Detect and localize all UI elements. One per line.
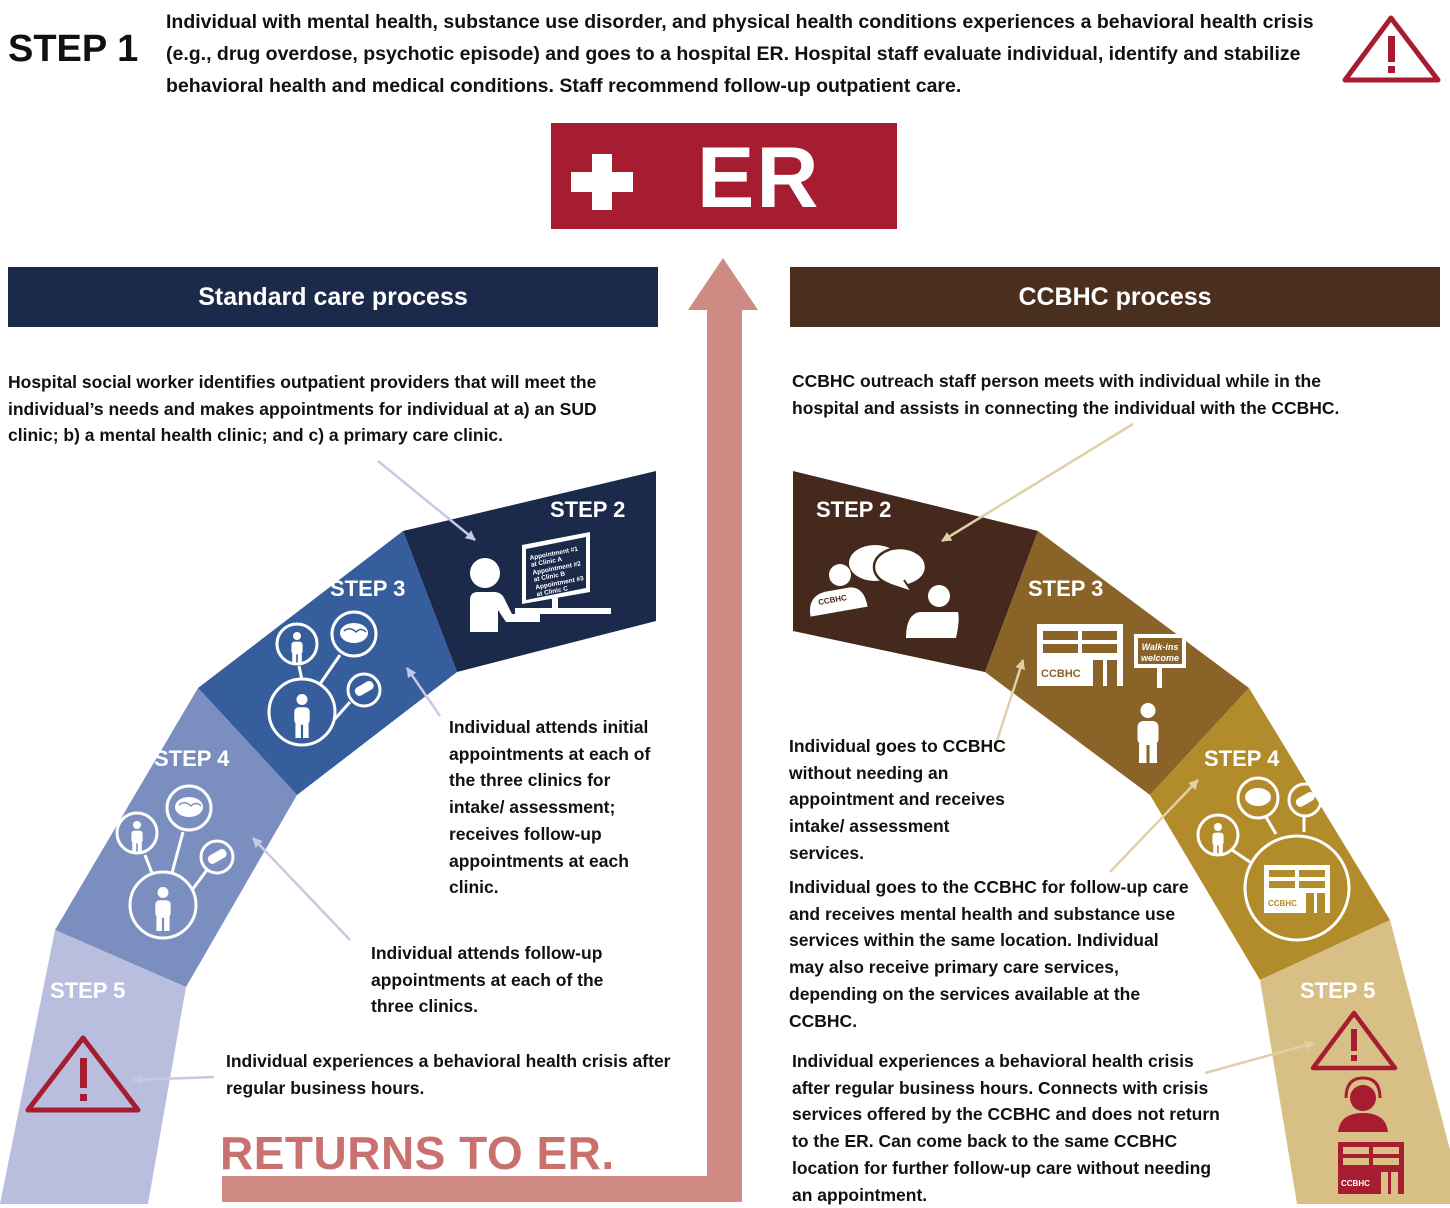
ccbhc-step5-label: STEP 5 — [1300, 978, 1375, 1003]
brain-icon — [175, 797, 203, 817]
standard-step5-segment — [0, 930, 186, 1204]
standard-step3-label: STEP 3 — [330, 576, 405, 601]
ccbhc-process-header: CCBHC process — [790, 267, 1440, 327]
ccbhc-step5-segment — [1260, 920, 1450, 1204]
ccbhc-building-label: CCBHC — [1268, 899, 1297, 908]
computer-appointments-icon: Appointment #1 at Clinic A Appointment #… — [470, 532, 611, 632]
standard-step4-label: STEP 4 — [154, 746, 230, 771]
standard-step4-segment — [55, 688, 297, 987]
er-sign: ER — [551, 123, 897, 229]
brain-icon — [1245, 788, 1271, 806]
ccbhc-step2-label: STEP 2 — [816, 497, 891, 522]
ccbhc-leader-lines — [941, 422, 1315, 1075]
step1-label: STEP 1 — [8, 28, 139, 70]
ccbhc-building-label: CCBHC — [1341, 1179, 1370, 1188]
clinics-cluster-icon-step4 — [115, 784, 235, 940]
standard-step5-label: STEP 5 — [50, 978, 125, 1003]
er-label: ER — [697, 130, 821, 226]
standard-care-header: Standard care process — [8, 267, 658, 327]
brain-icon — [340, 623, 368, 643]
ccbhc-step2-description: CCBHC outreach staff person meets with i… — [792, 371, 1340, 418]
ccbhc-step5-description: Individual experiences a behavioral heal… — [792, 1051, 1220, 1205]
standard-step4-description: Individual attends follow-up appointment… — [371, 943, 604, 1017]
standard-step5-description: Individual experiences a behavioral heal… — [226, 1051, 671, 1098]
pills-icon — [1295, 792, 1315, 807]
svg-text:welcome: welcome — [1141, 653, 1179, 663]
standard-step3-description: Individual attends initial appointments … — [449, 717, 651, 898]
chat-icon — [809, 545, 959, 638]
ccbhc-building-label: CCBHC — [1041, 668, 1081, 680]
warning-icon — [1342, 15, 1441, 83]
ccbhc-step3-description: Individual goes to CCBHC without needing… — [789, 736, 1006, 863]
building-icon — [1338, 1142, 1404, 1194]
headset-icon — [1338, 1076, 1388, 1132]
ccbhc-step4-description: Individual goes to the CCBHC for follow-… — [789, 877, 1189, 1031]
building-icon — [1037, 624, 1123, 686]
pills-icon — [354, 680, 374, 696]
ccbhc-step4-label: STEP 4 — [1204, 746, 1280, 771]
standard-step3-segment — [198, 531, 457, 795]
building-icon — [1264, 865, 1330, 913]
clinics-cluster-icon-step3 — [267, 610, 382, 747]
standard-step2-description: Hospital social worker identifies outpat… — [8, 372, 597, 446]
ccbhc-step3-label: STEP 3 — [1028, 576, 1103, 601]
standard-step2-label: STEP 2 — [550, 497, 625, 522]
pills-icon — [207, 849, 227, 864]
svg-text:Walk-ins: Walk-ins — [1142, 642, 1179, 652]
step1-description: Individual with mental health, substance… — [166, 11, 1314, 97]
warning-icon — [25, 1035, 141, 1113]
standard-leader-lines — [132, 460, 476, 1085]
ccbhc-cluster-icon-step4 — [1196, 776, 1351, 942]
returns-to-er-label: RETURNS TO ER. — [220, 1127, 615, 1179]
warning-icon — [1310, 1010, 1398, 1071]
walk-ins-sign: Walk-ins welcome — [1134, 634, 1186, 688]
